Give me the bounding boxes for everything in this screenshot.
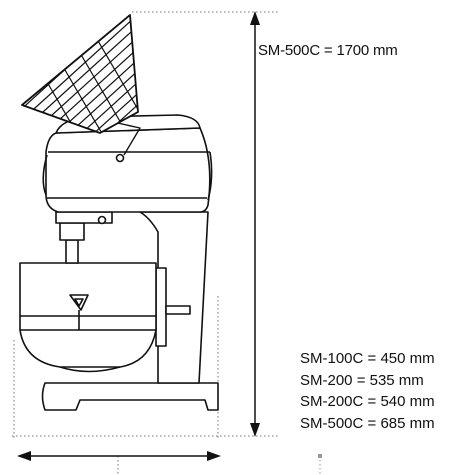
width-dimension-labels: SM-100C = 450 mm SM-200 = 535 mm SM-200C… [300,348,435,434]
width-label-sm-200: SM-200 = 535 mm [300,371,424,389]
handle-knob [165,305,191,315]
coupling [59,222,85,241]
dimension-guides [12,11,321,475]
mixer-bowl [19,262,157,368]
width-dimension-arrow [17,451,221,461]
label-leader-cap [318,454,322,458]
width-label-sm-200c: SM-200C = 540 mm [300,393,435,410]
height-dimension-arrow [250,11,260,437]
pivot-knob [115,153,125,163]
mixer-column [139,211,209,384]
height-dimension-label: SM-500C = 1700 mm [258,42,398,59]
mixer-head [45,127,211,213]
width-label-sm-100c: SM-100C = 450 mm [300,350,435,367]
mixer-body [19,114,219,411]
bowl-lift-handle [155,267,167,347]
beater-shaft [65,239,79,264]
safety-guard [21,14,139,134]
mixer-base [41,382,219,411]
width-label-sm-500c: SM-500C = 685 mm [300,414,435,432]
